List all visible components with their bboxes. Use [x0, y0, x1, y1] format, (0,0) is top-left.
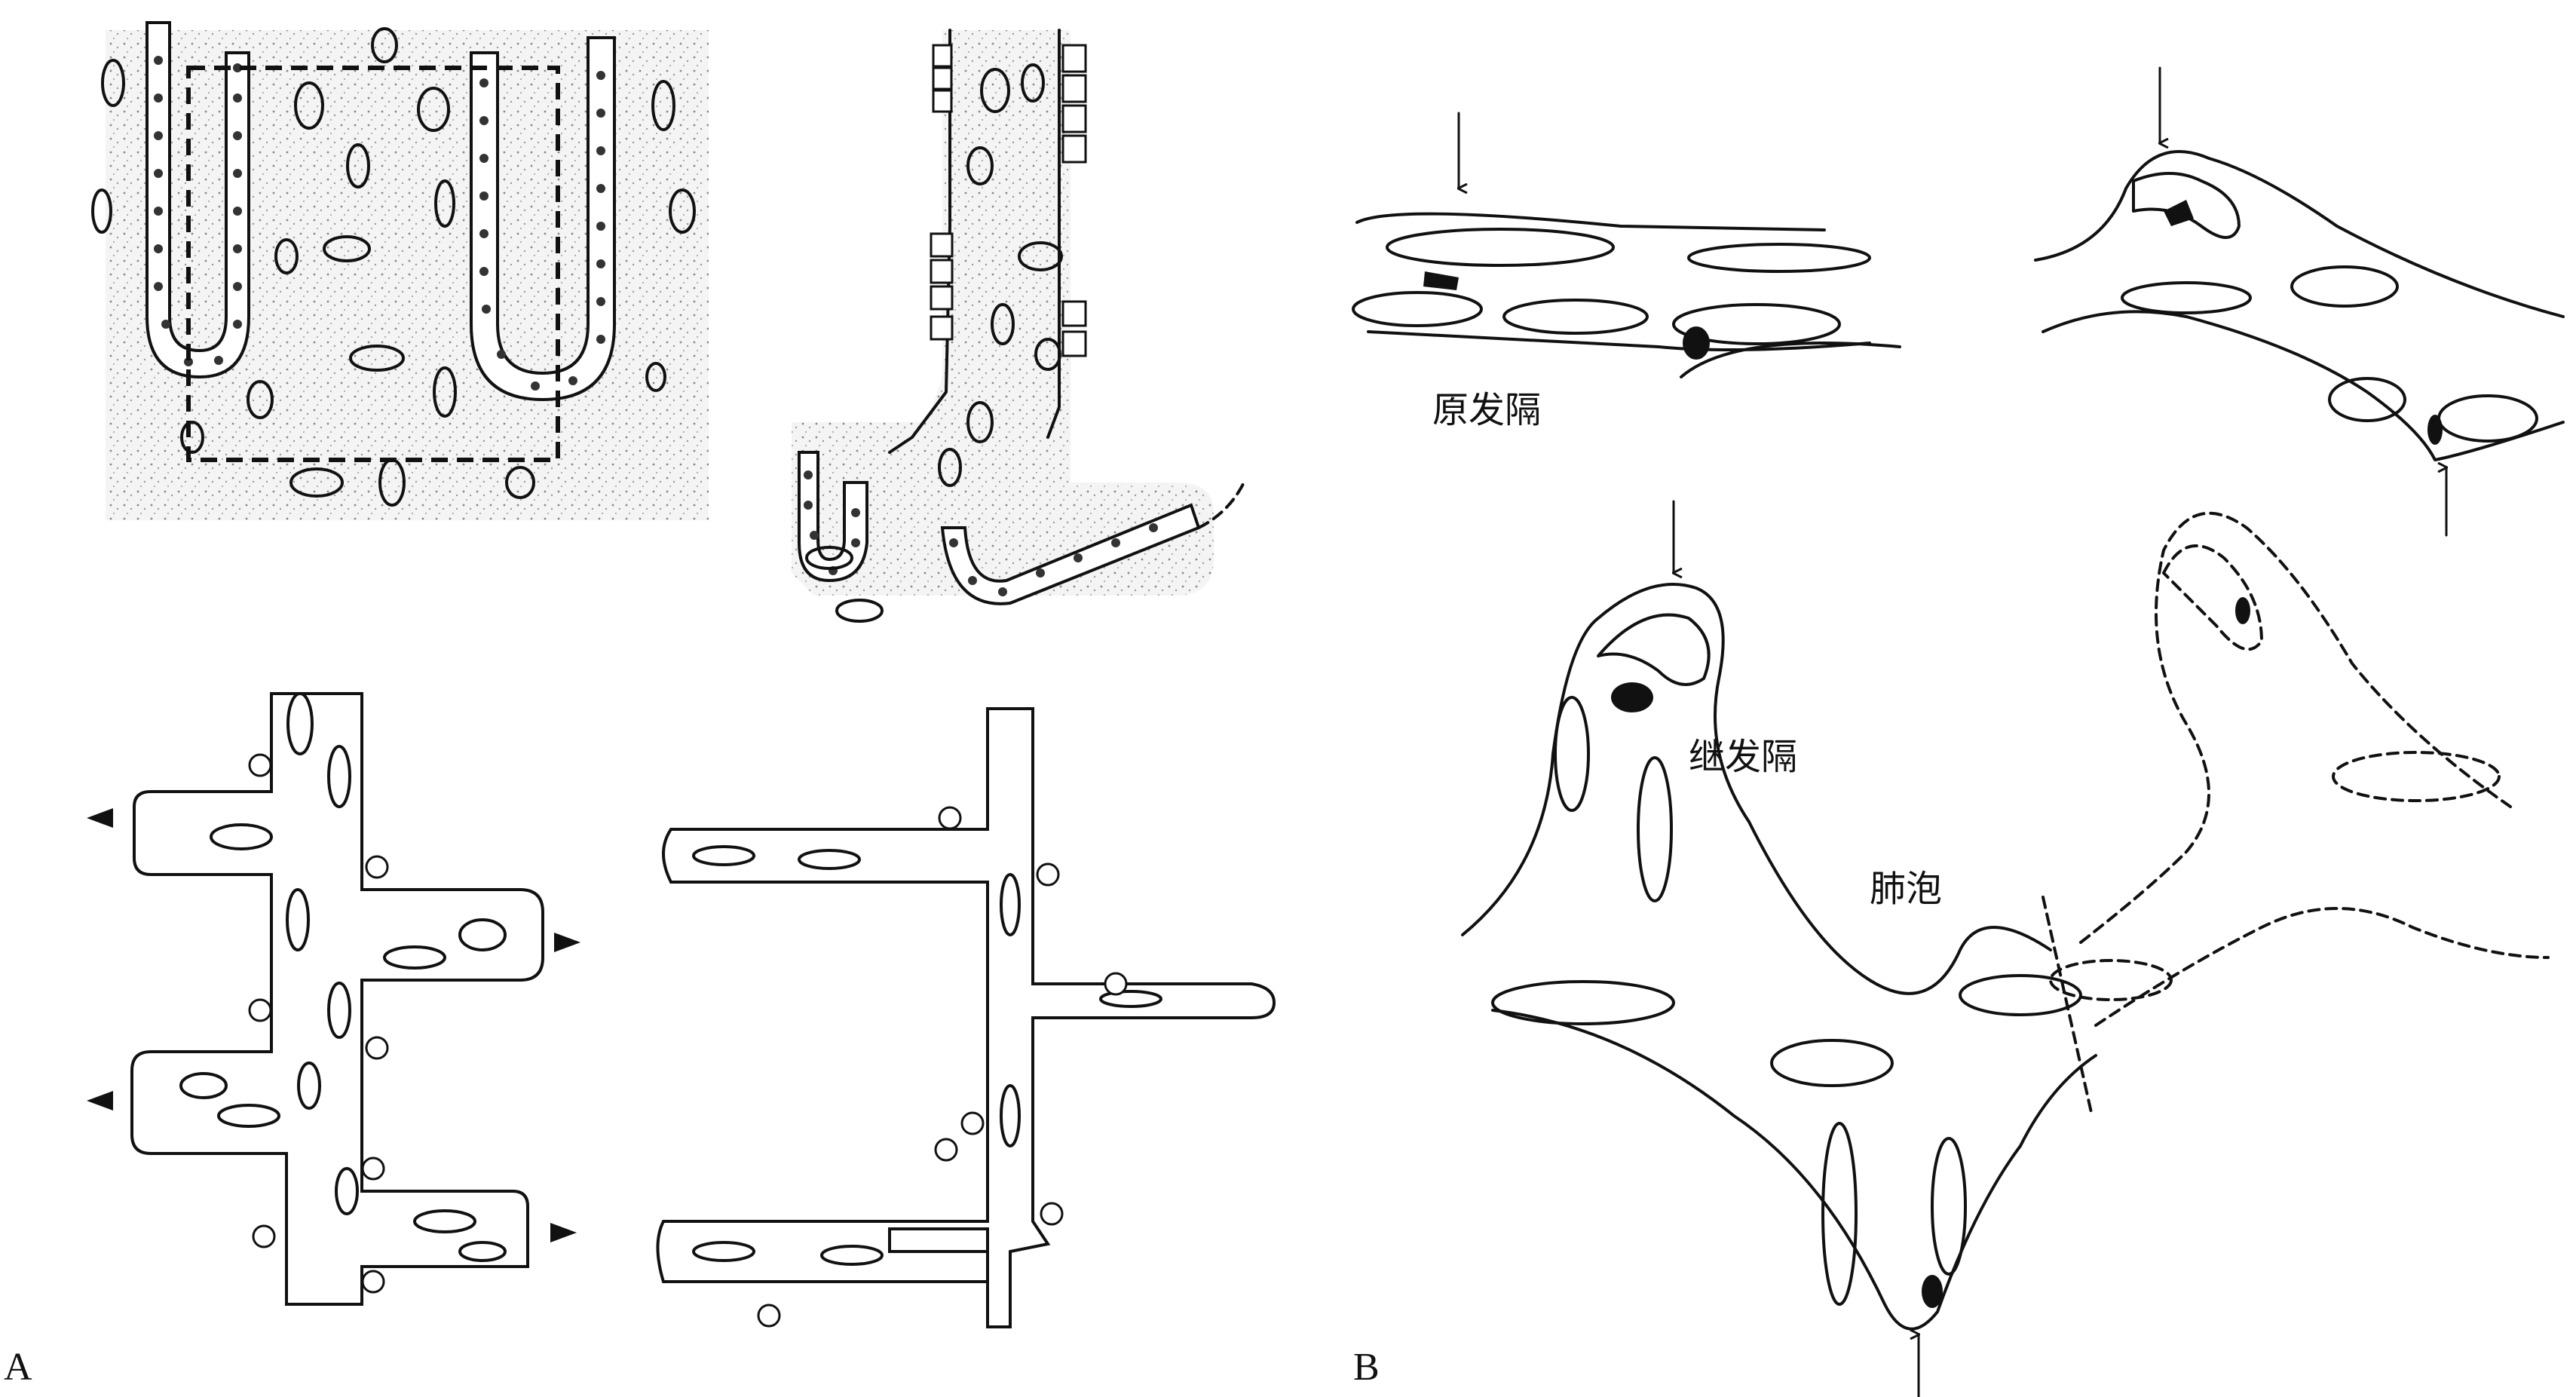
- thin-septum: [656, 707, 1276, 1328]
- tubule-cells-left: [154, 56, 242, 366]
- secondary-capillary-2: [1637, 756, 1673, 902]
- secondary-nucleus-2: [1922, 1275, 1943, 1308]
- tubule-cells-right: [479, 71, 605, 391]
- thin-septum-cells: [757, 806, 1128, 1328]
- branch-cells: [804, 470, 1158, 596]
- secondary-capillary-4: [1770, 1039, 1894, 1087]
- panel-b: 原发隔: [1352, 66, 2565, 1397]
- early-septum-top-edge: [2034, 150, 2565, 318]
- panel-a-bottom-right-septa: [656, 707, 1276, 1328]
- dashed-nucleus: [2235, 597, 2250, 624]
- early-capillary-4: [2437, 394, 2538, 443]
- primary-capillary-2: [1352, 291, 1483, 327]
- thin-septum-capillaries: [692, 845, 1162, 1266]
- septum-capillaries: [179, 692, 507, 1262]
- dashed-septum-lower: [2094, 907, 2550, 1027]
- primary-septum-top-edge: [1355, 212, 1826, 231]
- dashed-tip-capillary: [2162, 544, 2263, 651]
- duct-wall-right: [1046, 29, 1061, 439]
- capillaries-2: [805, 63, 1063, 623]
- primary-capillary-5: [1687, 243, 1871, 273]
- dashed-magnification-box: [186, 66, 560, 462]
- secondary-capillary-6: [1931, 1137, 1967, 1276]
- arrowhead-4: [550, 1223, 577, 1242]
- arrowhead-2: [554, 933, 580, 952]
- secondary-capillary-3: [1491, 980, 1675, 1025]
- primary-septum-lower-edge: [1680, 342, 1901, 378]
- early-nucleus-1: [2164, 200, 2194, 226]
- primary-capillary-4: [1672, 303, 1841, 345]
- panel-a-bottom-left-septa: [87, 692, 580, 1306]
- early-capillary-1: [2121, 281, 2252, 314]
- secondary-tip-capillary: [1597, 613, 1711, 686]
- capillaries: [91, 27, 696, 507]
- secondary-septum-label: 继发隔: [1689, 736, 1797, 778]
- arrowhead-markers: [87, 808, 580, 1242]
- primary-nucleus-2: [1683, 326, 1710, 360]
- primary-nucleus-1: [1423, 271, 1459, 290]
- arrowhead-3: [87, 1091, 113, 1111]
- panel-a-label: A: [4, 1346, 32, 1389]
- secondary-nucleus-1: [1611, 682, 1653, 712]
- secondary-septum-upper-edge: [1461, 583, 2052, 995]
- early-capillary-2: [2290, 265, 2399, 308]
- panel-b-label: B: [1353, 1346, 1380, 1389]
- dashed-cut-line: [2042, 896, 2094, 1117]
- primary-septum-diagram: 原发隔: [1352, 112, 1901, 431]
- dashed-septum-upper: [2079, 511, 2512, 944]
- early-secondary-septum: [2034, 66, 2565, 537]
- septum-cells: [248, 753, 389, 1294]
- septum-main: [130, 692, 544, 1306]
- secondary-septum-lower-edge: [1491, 1009, 2097, 1331]
- mesenchyme-area: [106, 30, 709, 520]
- secondary-capillary-7: [1959, 974, 2082, 1016]
- dashed-capillary-2: [2049, 959, 2173, 1001]
- duct-wall-left: [888, 29, 951, 454]
- secondary-capillary-1: [1554, 696, 1590, 812]
- early-septum-bottom-edge: [2042, 310, 2565, 461]
- primary-capillary-3: [1502, 299, 1649, 335]
- panel-a-top-right-branching: [792, 29, 1245, 623]
- arrowhead-1: [87, 808, 113, 828]
- panel-a-top-left-tubules: [91, 21, 709, 520]
- secondary-septum-diagram: 继发隔 肺泡: [1461, 500, 2550, 1397]
- cuboidal-cells: [930, 44, 1087, 357]
- early-nucleus-2: [2427, 415, 2443, 445]
- early-capillary-3: [2328, 377, 2406, 422]
- primary-capillary-1: [1386, 228, 1615, 267]
- panel-a: A: [4, 21, 1276, 1389]
- branch-right: [940, 503, 1201, 605]
- primary-septum-label: 原发隔: [1432, 389, 1541, 431]
- mesenchyme-area-2: [792, 30, 1214, 596]
- dashed-capillary-1: [2332, 751, 2501, 802]
- alveolus-label: 肺泡: [1870, 868, 1942, 910]
- branch-continuation: [1197, 481, 1245, 529]
- secondary-capillary-5: [1821, 1122, 1858, 1306]
